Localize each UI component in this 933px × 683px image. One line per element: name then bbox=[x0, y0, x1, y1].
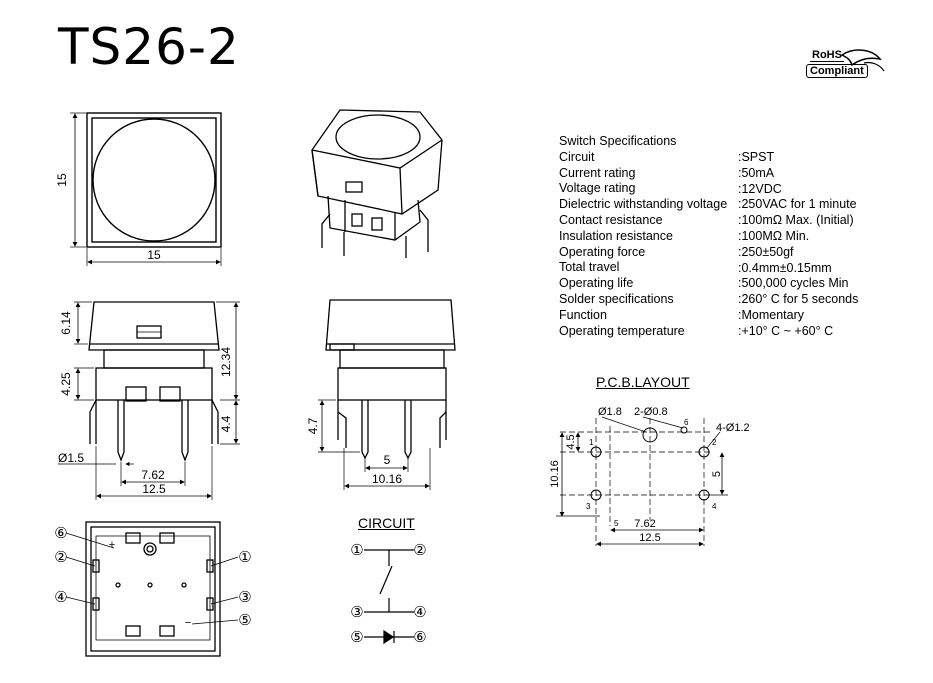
pcb-dim-762: 7.62 bbox=[634, 518, 655, 530]
pcb-pin-2-label: 2 bbox=[712, 438, 717, 447]
pcb-hole-small-label: 2-Ø0.8 bbox=[634, 406, 668, 418]
spec-heading: Switch Specifications bbox=[559, 134, 677, 148]
pcb-dim-45: 4.5 bbox=[565, 434, 577, 449]
rohs-compliant-label: Compliant bbox=[806, 64, 868, 78]
bottom-pin-3-label: ③ bbox=[238, 589, 251, 606]
circuit-pin-2-label: ② bbox=[413, 542, 426, 559]
spec-value: :+10° C ~ +60° C bbox=[738, 323, 834, 338]
bottom-pin-6-label: ⑥ bbox=[54, 525, 67, 542]
pcb-hole-large-label: Ø1.8 bbox=[598, 406, 622, 418]
pcb-layout: Ø1.8 2-Ø0.8 4-Ø1.2 6 5 1 2 3 4 4.5 10.16… bbox=[549, 406, 750, 547]
led-icon bbox=[383, 629, 395, 645]
spec-label: Contact resistance bbox=[559, 212, 663, 227]
circuit-pin-3-label: ③ bbox=[350, 604, 363, 621]
circuit-pin-4-label: ④ bbox=[413, 604, 426, 621]
pcb-hole-pins-label: 4-Ø1.2 bbox=[716, 422, 750, 434]
circuit-title: CIRCUIT bbox=[358, 515, 415, 531]
page-title: TS26-2 bbox=[58, 18, 240, 76]
dim-cap-height: 6.14 bbox=[59, 311, 73, 335]
pcb-pin-1-label: 1 bbox=[589, 438, 594, 447]
spec-labels: Switch Specifications Circuit Current ra… bbox=[559, 134, 727, 339]
spec-value: :100MΩ Min. bbox=[738, 228, 810, 243]
isometric-view bbox=[311, 109, 443, 258]
spec-value: :SPST bbox=[738, 150, 775, 164]
spec-label: Operating force bbox=[559, 244, 646, 259]
spec-label: Insulation resistance bbox=[559, 228, 673, 243]
spec-value: :Momentary bbox=[738, 307, 804, 322]
dim-top-height: 15 bbox=[55, 173, 69, 187]
spec-label: Dielectric withstanding voltage bbox=[559, 197, 728, 212]
dim-pin-pitch: 7.62 bbox=[141, 468, 165, 482]
spec-value: :50mA bbox=[738, 165, 775, 180]
spec-value: :260° C for 5 seconds bbox=[738, 292, 859, 307]
pcb-pin-3-label: 3 bbox=[586, 502, 591, 511]
bottom-view: + − ⑥ ② ④ ① ③ ⑤ bbox=[54, 521, 252, 657]
spec-label: Total travel bbox=[559, 260, 620, 275]
pcb-pin-4-label: 4 bbox=[712, 502, 717, 511]
spec-label: Operating life bbox=[559, 276, 634, 291]
spec-label: Operating temperature bbox=[559, 323, 685, 338]
spec-values: :SPST :50mA :12VDC :250VAC for 1 minute … bbox=[738, 150, 858, 340]
pcb-dim-125: 12.5 bbox=[639, 532, 660, 544]
circuit-pin-5-label: ⑤ bbox=[350, 629, 363, 646]
spec-value: :250±50gf bbox=[738, 244, 794, 259]
spec-label: Solder specifications bbox=[559, 291, 674, 306]
side-view: 4.7 5 10.16 bbox=[306, 299, 456, 490]
dim-top-width: 15 bbox=[147, 248, 161, 262]
bottom-pin-5-label: ⑤ bbox=[238, 612, 251, 629]
leaf-icon bbox=[840, 49, 885, 72]
polarity-plus-label: + bbox=[109, 539, 115, 551]
spec-value: :0.4mm±0.15mm bbox=[738, 260, 832, 275]
pcb-dim-5: 5 bbox=[711, 471, 723, 477]
polarity-minus-label: − bbox=[185, 617, 191, 629]
dim-body-height: 4.25 bbox=[59, 372, 73, 396]
dim-side-pin-pitch: 5 bbox=[384, 453, 391, 467]
dim-side-pin-length: 4.7 bbox=[306, 417, 320, 434]
pcb-offset2-label: 5 bbox=[614, 519, 619, 528]
bottom-pin-1-label: ① bbox=[238, 549, 251, 566]
pcb-dim-1016: 10.16 bbox=[549, 460, 561, 488]
bottom-pin-2-label: ② bbox=[54, 549, 67, 566]
spec-value: :250VAC for 1 minute bbox=[738, 197, 857, 212]
top-view: 15 15 bbox=[55, 112, 222, 266]
dim-body-width: 12.5 bbox=[142, 482, 166, 496]
spec-value: :500,000 cycles Min bbox=[738, 276, 849, 291]
rohs-label: RoHS bbox=[810, 49, 844, 62]
dim-total-height: 12.34 bbox=[219, 347, 233, 377]
spec-value: :12VDC bbox=[738, 181, 782, 196]
circuit-diagram: ① ② ③ ④ ⑤ ⑥ bbox=[350, 542, 426, 646]
pcb-layout-title: P.C.B.LAYOUT bbox=[596, 374, 690, 390]
spec-label: Function bbox=[559, 307, 607, 322]
circuit-pin-6-label: ⑥ bbox=[413, 629, 426, 646]
front-view: 6.14 12.34 4.25 4.4 Ø1.5 7.62 12.5 bbox=[58, 301, 240, 500]
bottom-pin-4-label: ④ bbox=[54, 589, 67, 606]
spec-label: Voltage rating bbox=[559, 181, 636, 196]
pcb-offset-label: 6 bbox=[684, 418, 689, 427]
spec-label: Current rating bbox=[559, 165, 636, 180]
dim-pin-diameter: Ø1.5 bbox=[58, 451, 84, 465]
dim-side-width: 10.16 bbox=[372, 472, 402, 486]
spec-value: :100mΩ Max. (Initial) bbox=[738, 213, 854, 228]
rohs-logo: RoHS Compliant bbox=[806, 47, 886, 81]
dim-pin-length: 4.4 bbox=[219, 415, 233, 432]
circuit-pin-1-label: ① bbox=[350, 542, 363, 559]
spec-label: Circuit bbox=[559, 149, 595, 164]
